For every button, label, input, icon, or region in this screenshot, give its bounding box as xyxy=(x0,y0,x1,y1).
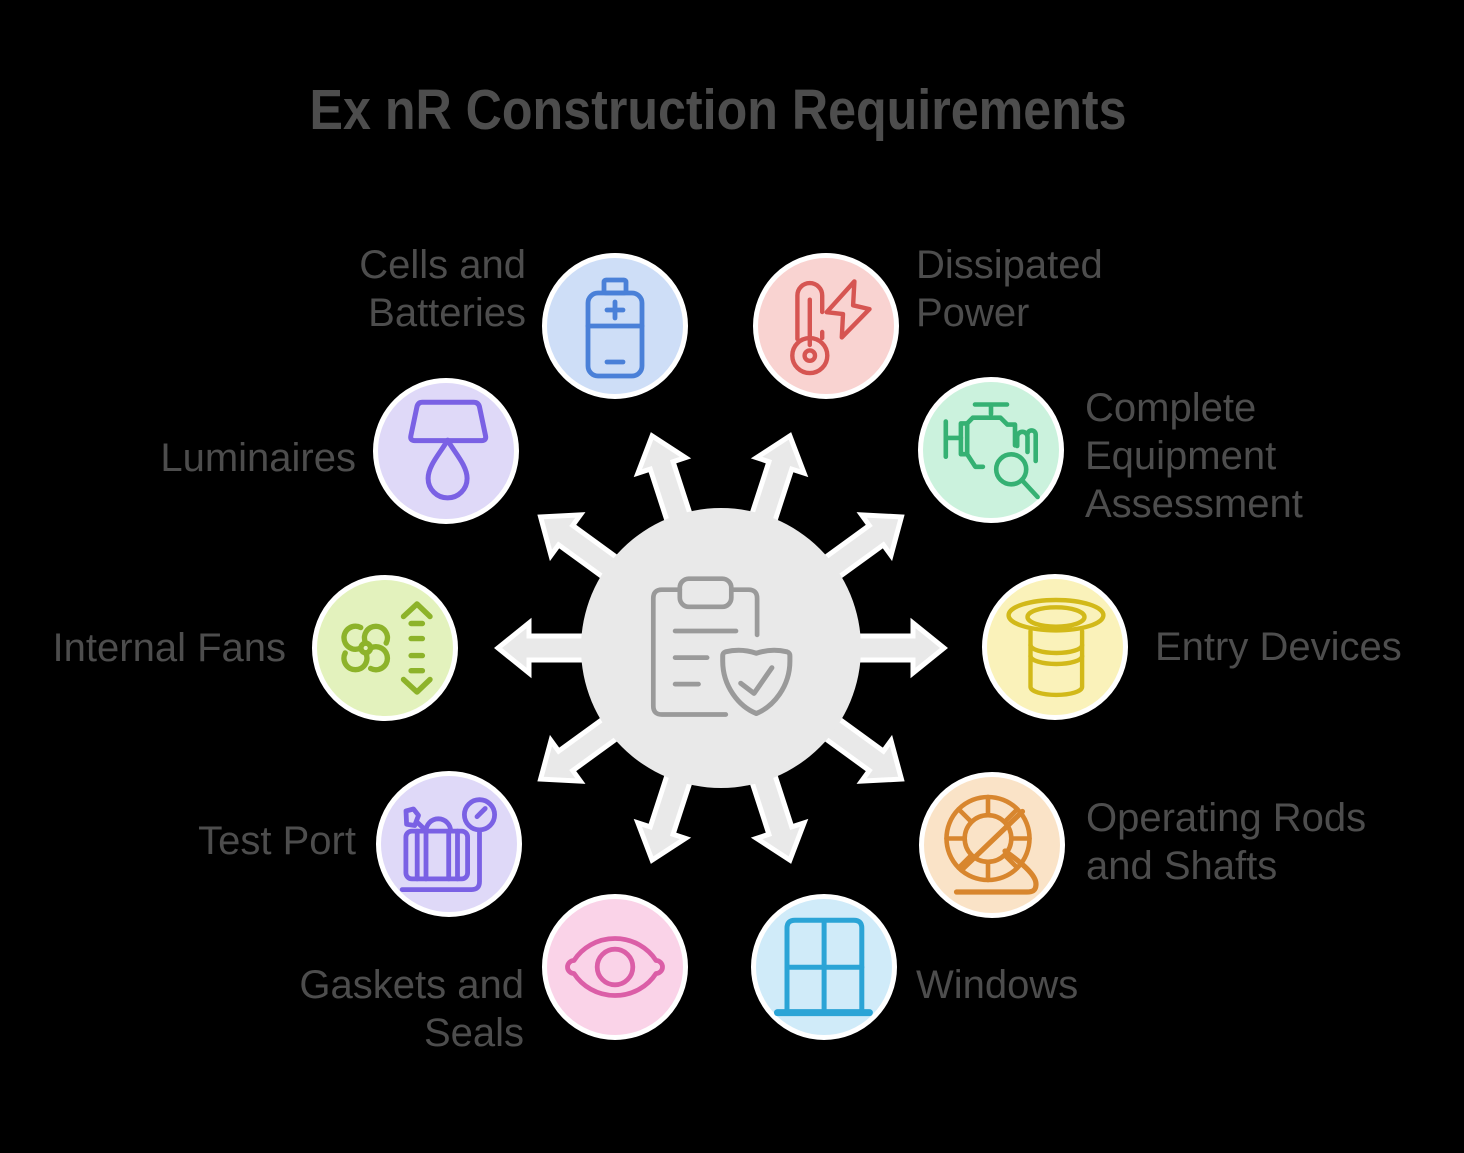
svg-text:Entry Devices: Entry Devices xyxy=(1155,625,1402,669)
svg-text:Complete: Complete xyxy=(1085,386,1256,430)
svg-text:Cells and: Cells and xyxy=(359,243,526,287)
svg-text:Luminaires: Luminaires xyxy=(160,436,356,480)
svg-text:Windows: Windows xyxy=(916,963,1078,1007)
svg-text:Ex nR Construction Requirement: Ex nR Construction Requirements xyxy=(310,78,1127,142)
svg-text:Equipment: Equipment xyxy=(1085,434,1276,478)
svg-text:Seals: Seals xyxy=(424,1011,524,1055)
svg-text:Internal Fans: Internal Fans xyxy=(53,626,286,670)
svg-text:Power: Power xyxy=(916,291,1029,335)
svg-text:Batteries: Batteries xyxy=(368,291,526,335)
svg-text:Test Port: Test Port xyxy=(198,819,356,863)
svg-text:Assessment: Assessment xyxy=(1085,482,1303,526)
svg-text:Dissipated: Dissipated xyxy=(916,243,1103,287)
svg-text:Operating Rods: Operating Rods xyxy=(1086,796,1366,840)
svg-text:Gaskets and: Gaskets and xyxy=(299,963,524,1007)
svg-text:and Shafts: and Shafts xyxy=(1086,844,1277,888)
